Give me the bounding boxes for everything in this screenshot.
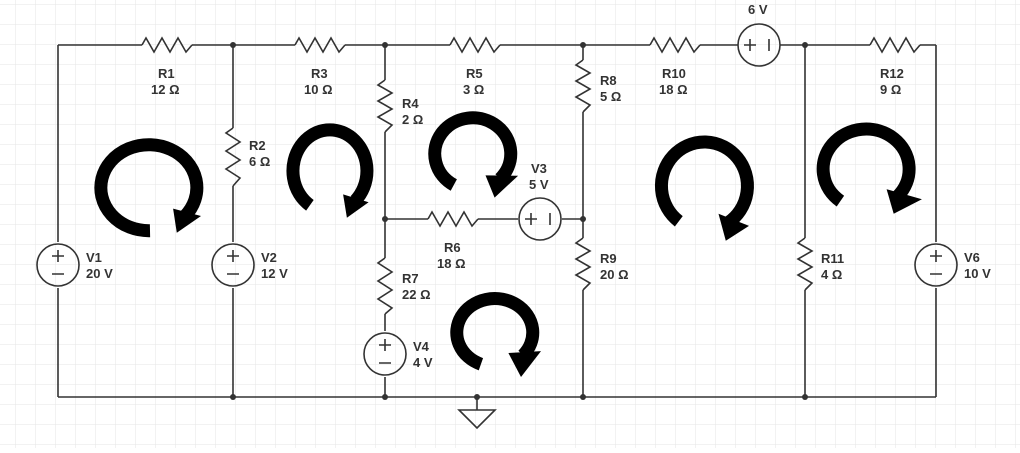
label-v3-value: 5 V [529,177,549,192]
label-r5-value: 3 Ω [463,82,484,97]
component-labels: R1 12 Ω R2 6 Ω R3 10 Ω R4 2 Ω R5 3 Ω R6 … [86,2,991,370]
resistor-r6[interactable] [427,210,479,228]
junctions [230,42,808,400]
voltage-source-v6[interactable] [914,243,958,287]
label-r2-name: R2 [249,138,266,153]
label-v6-value: 10 V [964,266,991,281]
clockwise-loop-arrow-icon [816,122,922,214]
label-v6-name: V6 [964,250,980,265]
resistor-r1[interactable] [141,36,193,54]
resistor-r10[interactable] [649,36,701,54]
label-v2-name: V2 [261,250,277,265]
clockwise-loop-arrow-icon [450,292,541,377]
voltage-source-v3[interactable] [518,197,562,241]
voltage-source-v2[interactable] [211,243,255,287]
label-r11-name: R11 [821,251,844,266]
clockwise-loop-arrow-icon [428,111,519,198]
label-r7-value: 22 Ω [402,287,431,302]
label-r8-name: R8 [600,73,617,88]
label-v1-name: V1 [86,250,102,265]
label-r3-value: 10 Ω [304,82,333,97]
voltage-source-v1[interactable] [36,243,80,287]
label-r8-value: 5 Ω [600,89,621,104]
label-r5-name: R5 [466,66,483,81]
label-r3-name: R3 [311,66,328,81]
label-r4-value: 2 Ω [402,112,423,127]
label-v5-value: 6 V [748,2,768,17]
resistor-r8[interactable] [574,59,592,113]
resistor-r12[interactable] [869,36,921,54]
resistor-r7[interactable] [376,257,394,315]
label-r4-name: R4 [402,96,419,111]
label-r11-value: 4 Ω [821,267,842,282]
label-r1-name: R1 [158,66,175,81]
label-r1-value: 12 Ω [151,82,180,97]
label-v3-name: V3 [531,161,547,176]
label-r12-name: R12 [880,66,904,81]
label-v1-value: 20 V [86,266,113,281]
label-r6-value: 18 Ω [437,256,466,271]
voltage-source-v5[interactable] [737,23,781,67]
label-v4-value: 4 V [413,355,433,370]
clockwise-loop-arrow-icon [655,135,754,241]
ground-icon [457,409,497,430]
label-v2-value: 12 V [261,266,288,281]
label-r9-value: 20 Ω [600,267,629,282]
label-r9-name: R9 [600,251,617,266]
resistor-r9[interactable] [574,237,592,291]
label-r7-name: R7 [402,271,419,286]
label-v4-name: V4 [413,339,430,354]
clockwise-loop-arrow-icon [94,138,204,238]
wires [57,44,937,410]
resistor-r5[interactable] [449,36,501,54]
voltage-source-v4[interactable] [363,332,407,376]
clockwise-loop-arrow-icon [286,123,374,218]
label-r10-value: 18 Ω [659,82,688,97]
resistor-r11[interactable] [796,237,814,291]
label-r10-name: R10 [662,66,686,81]
resistor-r2[interactable] [224,127,242,187]
resistor-r3[interactable] [294,36,346,54]
label-r2-value: 6 Ω [249,154,270,169]
resistor-r4[interactable] [376,79,394,133]
label-r6-name: R6 [444,240,461,255]
label-r12-value: 9 Ω [880,82,901,97]
